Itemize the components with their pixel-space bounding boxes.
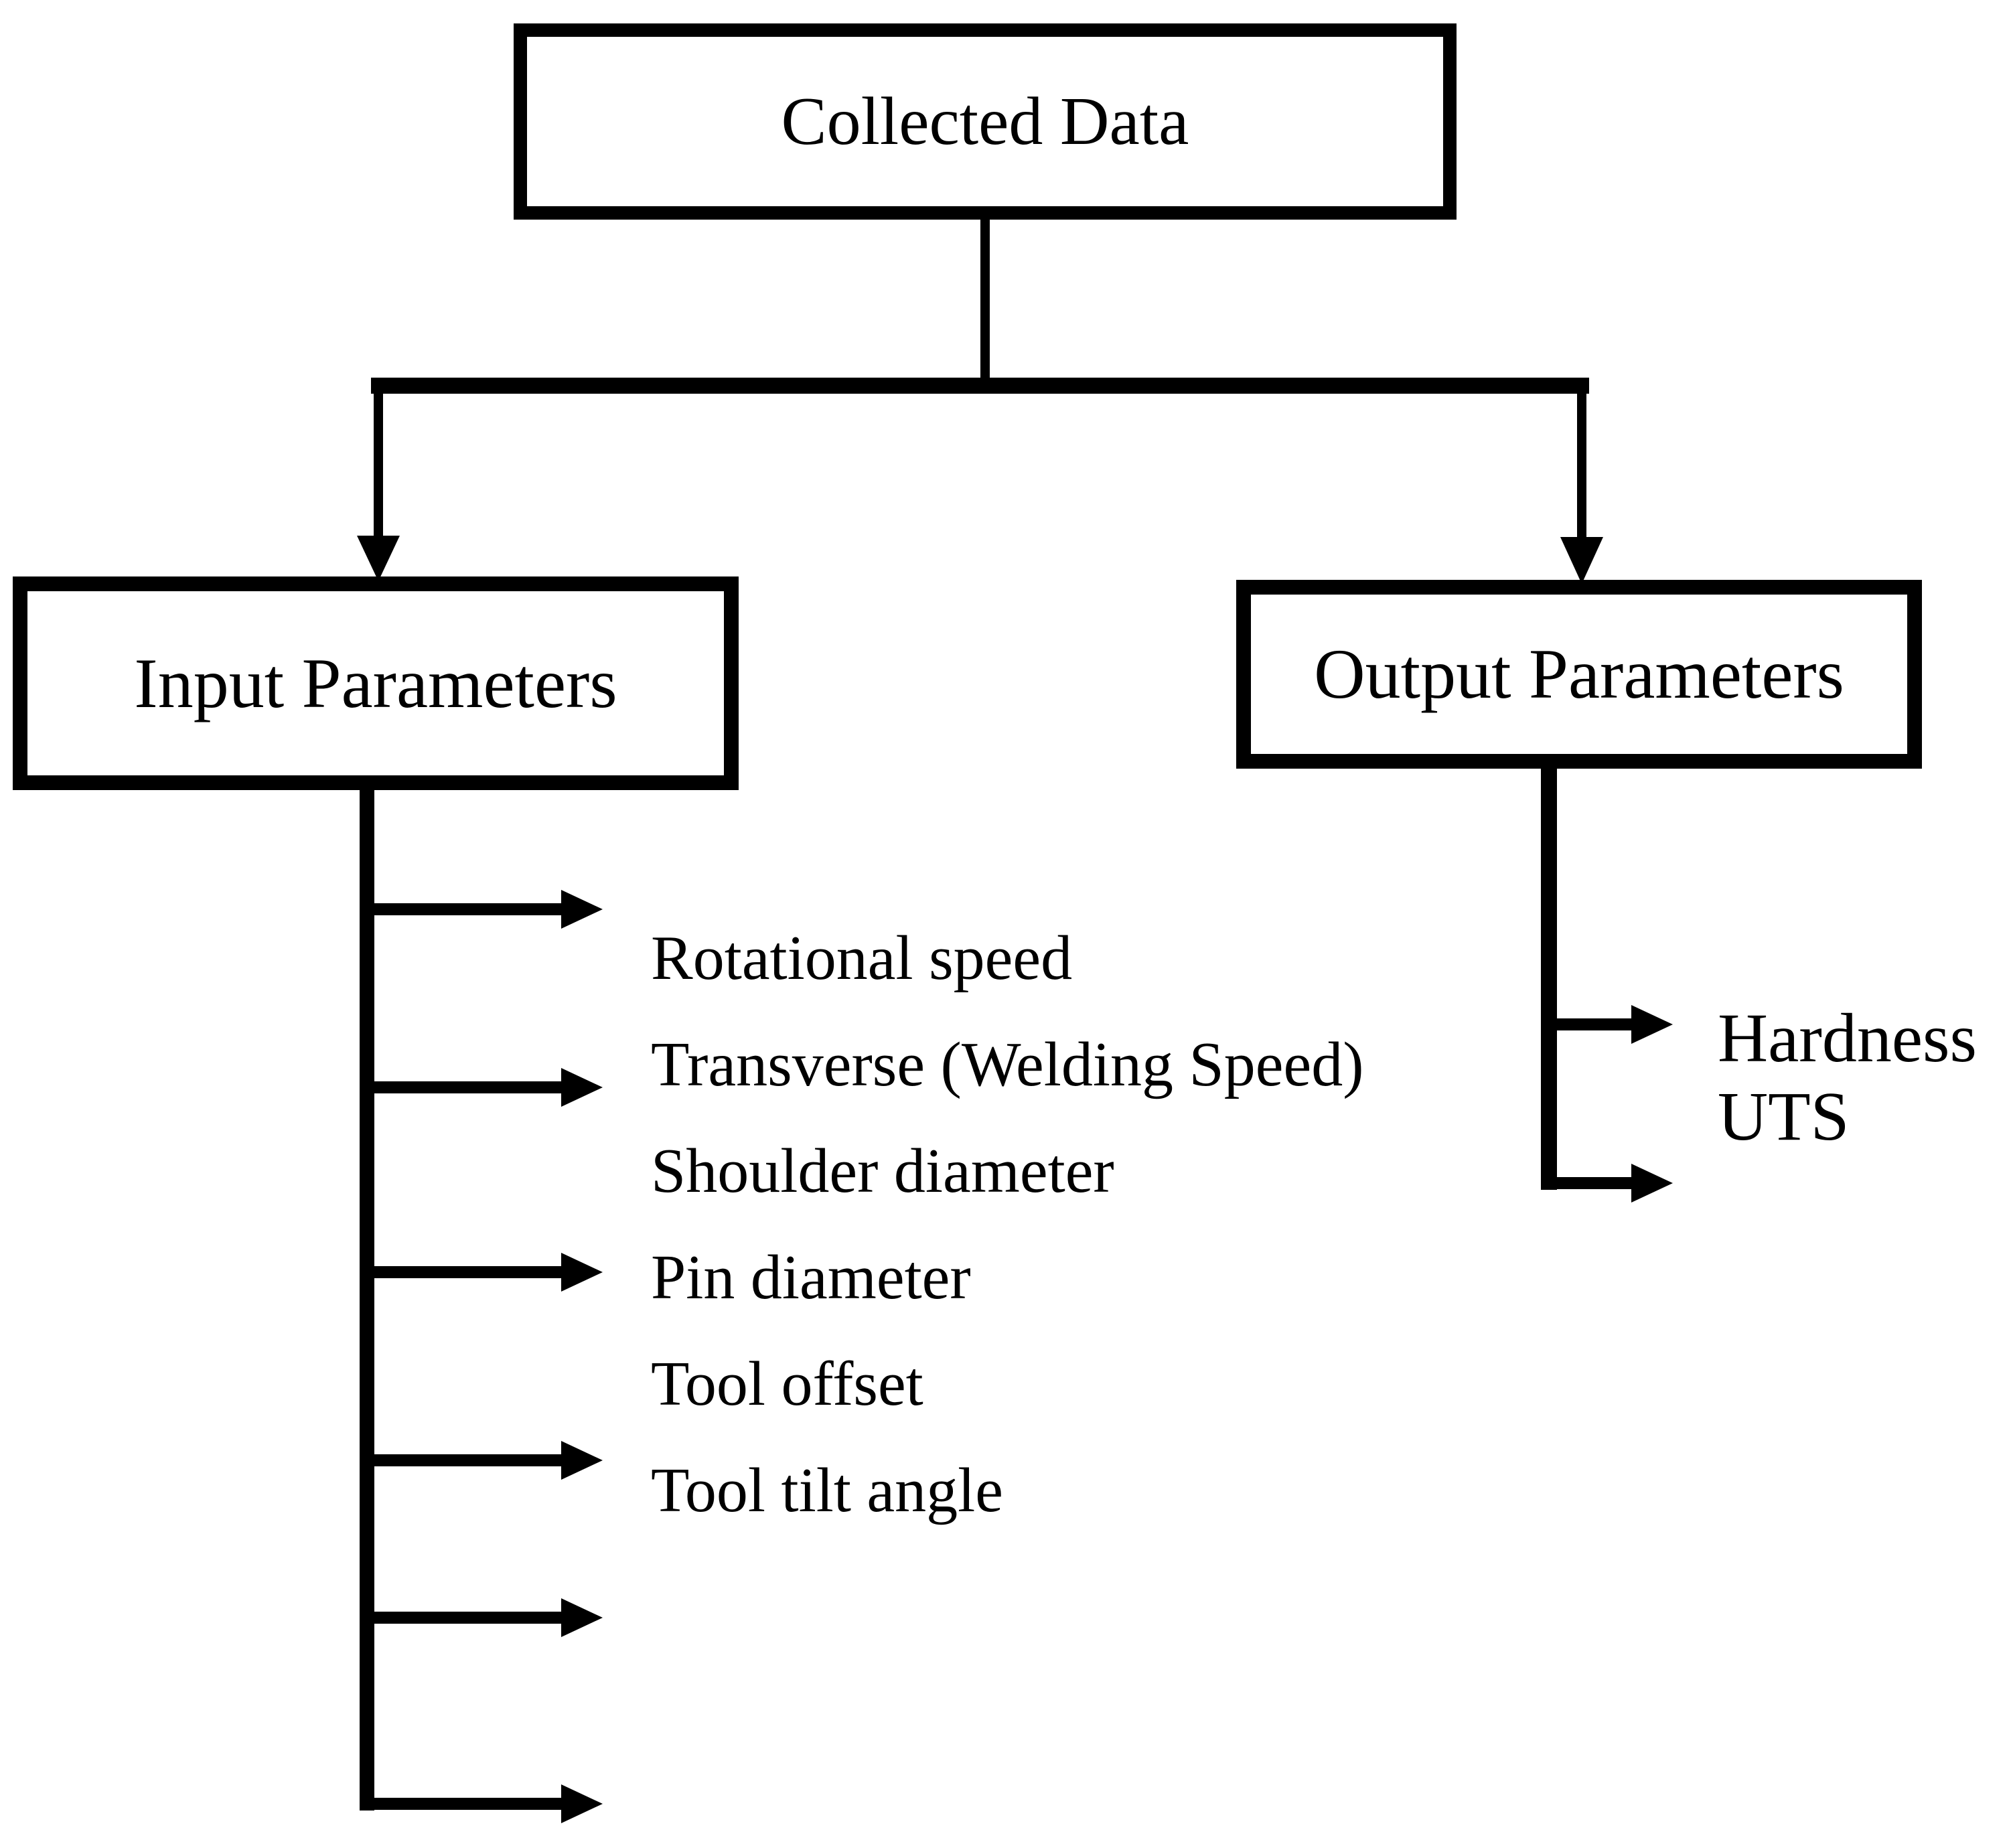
input-branch-arrow-1	[367, 890, 603, 929]
output-item-uts: UTS	[1718, 1078, 1850, 1155]
node-collected-data: Collected Data	[514, 23, 1457, 220]
input-drop-arrow-icon	[357, 536, 400, 581]
input-item-shoulder-diameter: Shoulder diameter	[651, 1136, 1114, 1206]
node-output-parameters-label: Output Parameters	[1314, 635, 1844, 713]
output-branch-arrow-1	[1549, 1005, 1673, 1044]
input-item-tool-tilt-angle: Tool tilt angle	[651, 1456, 1003, 1525]
output-item-hardness: Hardness	[1718, 1000, 1978, 1077]
output-parameter-list: Hardness UTS	[1718, 999, 1977, 1156]
input-branch-arrow-5	[367, 1598, 603, 1637]
node-collected-data-label: Collected Data	[781, 83, 1189, 159]
output-branch-arrow-2	[1544, 1164, 1673, 1203]
input-branch-arrow-3	[367, 1253, 603, 1292]
node-input-parameters-label: Input Parameters	[134, 643, 617, 722]
node-input-parameters: Input Parameters	[13, 576, 739, 790]
input-parameter-list: Rotational speed Transverse (Welding Spe…	[651, 905, 1364, 1544]
node-output-parameters: Output Parameters	[1236, 580, 1922, 769]
input-branch-arrow-4	[367, 1441, 603, 1480]
input-item-tool-offset: Tool offset	[651, 1349, 923, 1419]
input-branch-arrow-6	[362, 1784, 603, 1823]
input-item-pin-diameter: Pin diameter	[651, 1243, 971, 1312]
input-branch-arrow-2	[367, 1068, 603, 1107]
input-item-rotational-speed: Rotational speed	[651, 923, 1073, 993]
input-item-transverse-welding-speed: Transverse (Welding Speed)	[651, 1030, 1364, 1099]
output-drop-arrow-icon	[1560, 537, 1603, 584]
